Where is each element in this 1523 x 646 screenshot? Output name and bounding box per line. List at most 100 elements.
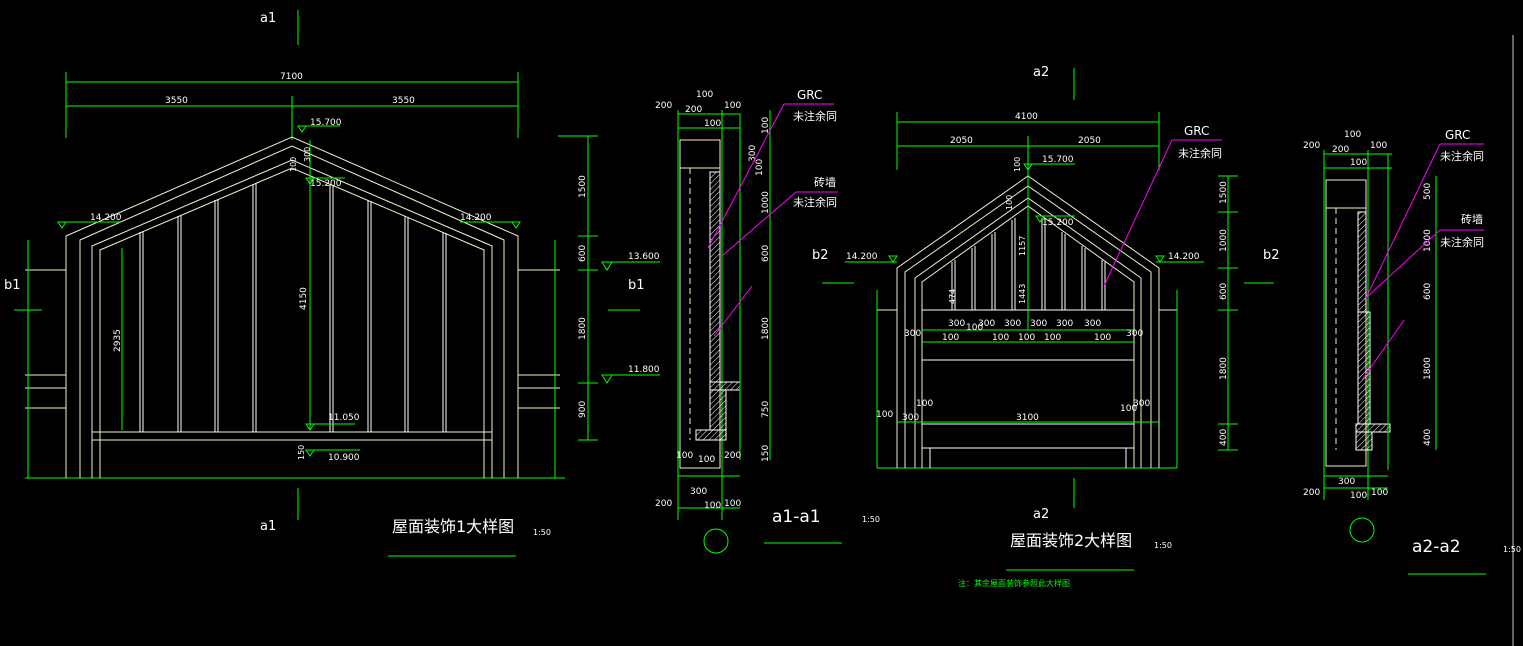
d2-elev-ridge: 15.700 (1042, 155, 1074, 165)
s1-v-300: 300 (748, 145, 758, 162)
s1-label-grc-note: 未注余同 (793, 109, 837, 123)
s2-v-600: 600 (1423, 283, 1433, 300)
s2-label-brick: 砖墙 (1461, 212, 1483, 226)
section2: 100 200 200 100 100 500 1000 600 1800 40… (1303, 128, 1521, 575)
section2-title: a2-a2 (1412, 537, 1461, 557)
s1-top-dim-100a: 100 (696, 90, 713, 100)
s1-v-600: 600 (761, 245, 771, 262)
s2-top-100a: 100 (1344, 130, 1361, 140)
s1-bottom-200a: 200 (724, 451, 741, 461)
elev-base-2: 10.900 (328, 453, 360, 463)
dim-v-900: 900 (578, 401, 588, 418)
d2-space-300-3: 300 (1004, 319, 1021, 329)
elev-eave-right: 14.200 (460, 213, 492, 223)
elev-13600: 13.600 (628, 252, 660, 262)
elev-ridge: 15.700 (310, 118, 342, 128)
d2-inner-100a: 100 (1013, 157, 1022, 172)
d2-space-100-4: 100 (1018, 333, 1035, 343)
s1-top-dim-200b: 200 (685, 105, 702, 115)
d2-space-300-6: 300 (1084, 319, 1101, 329)
section-mark-a1-top: a1 (260, 11, 276, 26)
drawing1-elevation: a1 a1 b1 b1 7100 3550 3550 (4, 10, 660, 557)
section-mark-a1-bottom: a1 (260, 519, 276, 534)
s1-v-150: 150 (761, 445, 771, 462)
d2-inner-1157: 1157 (1018, 236, 1027, 256)
d2-side-300-right: 300 (1126, 329, 1143, 339)
elev-11800: 11.800 (628, 365, 660, 375)
d2-side-300-br: 300 (1133, 399, 1150, 409)
s1-axis-circle (703, 528, 729, 554)
s1-bottom-100c: 100 (724, 499, 741, 509)
d2-inner-474: 474 (948, 289, 957, 304)
section2-scale: 1:50 (1503, 545, 1521, 554)
s2-bottom-300: 300 (1338, 477, 1355, 487)
side-mark-b2-right: b2 (1263, 248, 1280, 263)
side-mark-b2-left: b2 (812, 248, 829, 263)
section1: 100 200 200 100 100 100 300 100 1000 600… (655, 88, 880, 554)
s1-v-1800: 1800 (761, 317, 771, 340)
dim-overall-width: 7100 (280, 72, 303, 82)
d2-inner-1443: 1443 (1018, 284, 1027, 304)
s1-bottom-100d: 100 (704, 501, 721, 511)
s1-label-brick-note: 未注余同 (793, 195, 837, 209)
drawing2-scale: 1:50 (1154, 541, 1172, 550)
s2-top-100c: 100 (1350, 158, 1367, 168)
dim-inner-100: 100 (289, 157, 298, 172)
d2-elev-ridge-inner: 15.200 (1042, 218, 1074, 228)
drawing1-scale: 1:50 (533, 528, 551, 537)
elev-base-1: 11.050 (328, 413, 360, 423)
d2-half-left: 2050 (950, 136, 973, 146)
dim-inner-4150: 4150 (299, 287, 309, 310)
d2-space-100-3: 100 (992, 333, 1009, 343)
d2-inner-100b: 100 (1005, 195, 1014, 210)
d2-space-300-2: 300 (978, 319, 995, 329)
d2-label-grc: GRC (1184, 124, 1209, 138)
dim-v-600: 600 (578, 245, 588, 262)
elev-ridge-inner: 15.200 (310, 179, 342, 189)
s1-label-grc: GRC (797, 88, 822, 102)
s1-bottom-200b: 200 (655, 499, 672, 509)
s2-v-400: 400 (1423, 429, 1433, 446)
dim-inner-2935: 2935 (113, 329, 123, 352)
s1-top-dim-200a: 200 (655, 101, 672, 111)
s1-v-1000: 1000 (761, 191, 771, 214)
s2-top-200a: 200 (1303, 141, 1320, 151)
elev-eave-left: 14.200 (90, 213, 122, 223)
d2-half-right: 2050 (1078, 136, 1101, 146)
section1-title: a1-a1 (772, 507, 821, 527)
dim-v-1500: 1500 (578, 175, 588, 198)
d2-space-100-5: 100 (1044, 333, 1061, 343)
s1-v-100a: 100 (761, 117, 771, 134)
s1-bottom-100b: 100 (698, 455, 715, 465)
s2-label-grc-note: 未注余同 (1440, 149, 1484, 163)
d2-v-400: 400 (1219, 429, 1229, 446)
s1-label-brick: 砖墙 (814, 175, 836, 189)
d2-space-100-2: 100 (966, 323, 983, 333)
drawing2-note: 注：其余屋面装饰参照此大样图 (958, 578, 1070, 588)
d2-side-100-left: 100 (876, 410, 893, 420)
d2-inner-width: 3100 (1016, 413, 1039, 423)
dim-v-1800: 1800 (578, 317, 588, 340)
d2-space-100-6: 100 (1094, 333, 1111, 343)
d2-v-1500: 1500 (1219, 181, 1229, 204)
s2-label-grc: GRC (1445, 128, 1470, 142)
dim-half-left: 3550 (165, 96, 188, 106)
s2-bottom-200: 200 (1303, 488, 1320, 498)
section-mark-a2-bottom: a2 (1033, 507, 1049, 522)
s2-top-100b: 100 (1370, 141, 1387, 151)
d2-side-300-left: 300 (904, 329, 921, 339)
d2-space-300-1: 300 (948, 319, 965, 329)
d2-elev-eave-left: 14.200 (846, 252, 878, 262)
s2-bottom-100a: 100 (1350, 491, 1367, 501)
d2-v-1000: 1000 (1219, 229, 1229, 252)
d2-side-100-right: 100 (1120, 404, 1137, 414)
d2-space-300-4: 300 (1030, 319, 1047, 329)
d2-label-grc-note: 未注余同 (1178, 146, 1222, 160)
side-mark-b1-left: b1 (4, 278, 21, 293)
s2-v-1800: 1800 (1423, 357, 1433, 380)
d2-side-100-mid: 100 (916, 399, 933, 409)
s2-v-500: 500 (1423, 183, 1433, 200)
d2-space-100-1: 100 (942, 333, 959, 343)
s2-bottom-100b: 100 (1371, 488, 1388, 498)
